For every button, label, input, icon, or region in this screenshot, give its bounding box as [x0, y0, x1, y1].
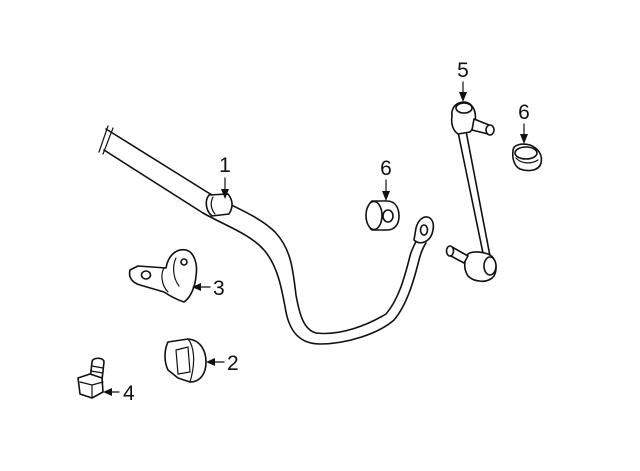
bushing-right[interactable] — [511, 143, 543, 172]
callout-1: 1 — [219, 154, 231, 177]
bolt[interactable] — [77, 357, 105, 399]
callout-5: 5 — [457, 59, 469, 82]
stabilizer-link[interactable] — [445, 101, 497, 283]
bracket[interactable] — [128, 248, 198, 303]
stabilizer-bar[interactable] — [98, 125, 435, 345]
callout-2: 2 — [227, 352, 239, 375]
callout-6-center: 6 — [380, 157, 392, 180]
bar-bushing[interactable] — [164, 338, 207, 383]
callout-3: 3 — [213, 277, 225, 300]
callout-6-right: 6 — [518, 101, 530, 124]
callout-4: 4 — [123, 382, 135, 405]
arrows — [103, 81, 528, 396]
bushing-center[interactable] — [365, 200, 400, 231]
